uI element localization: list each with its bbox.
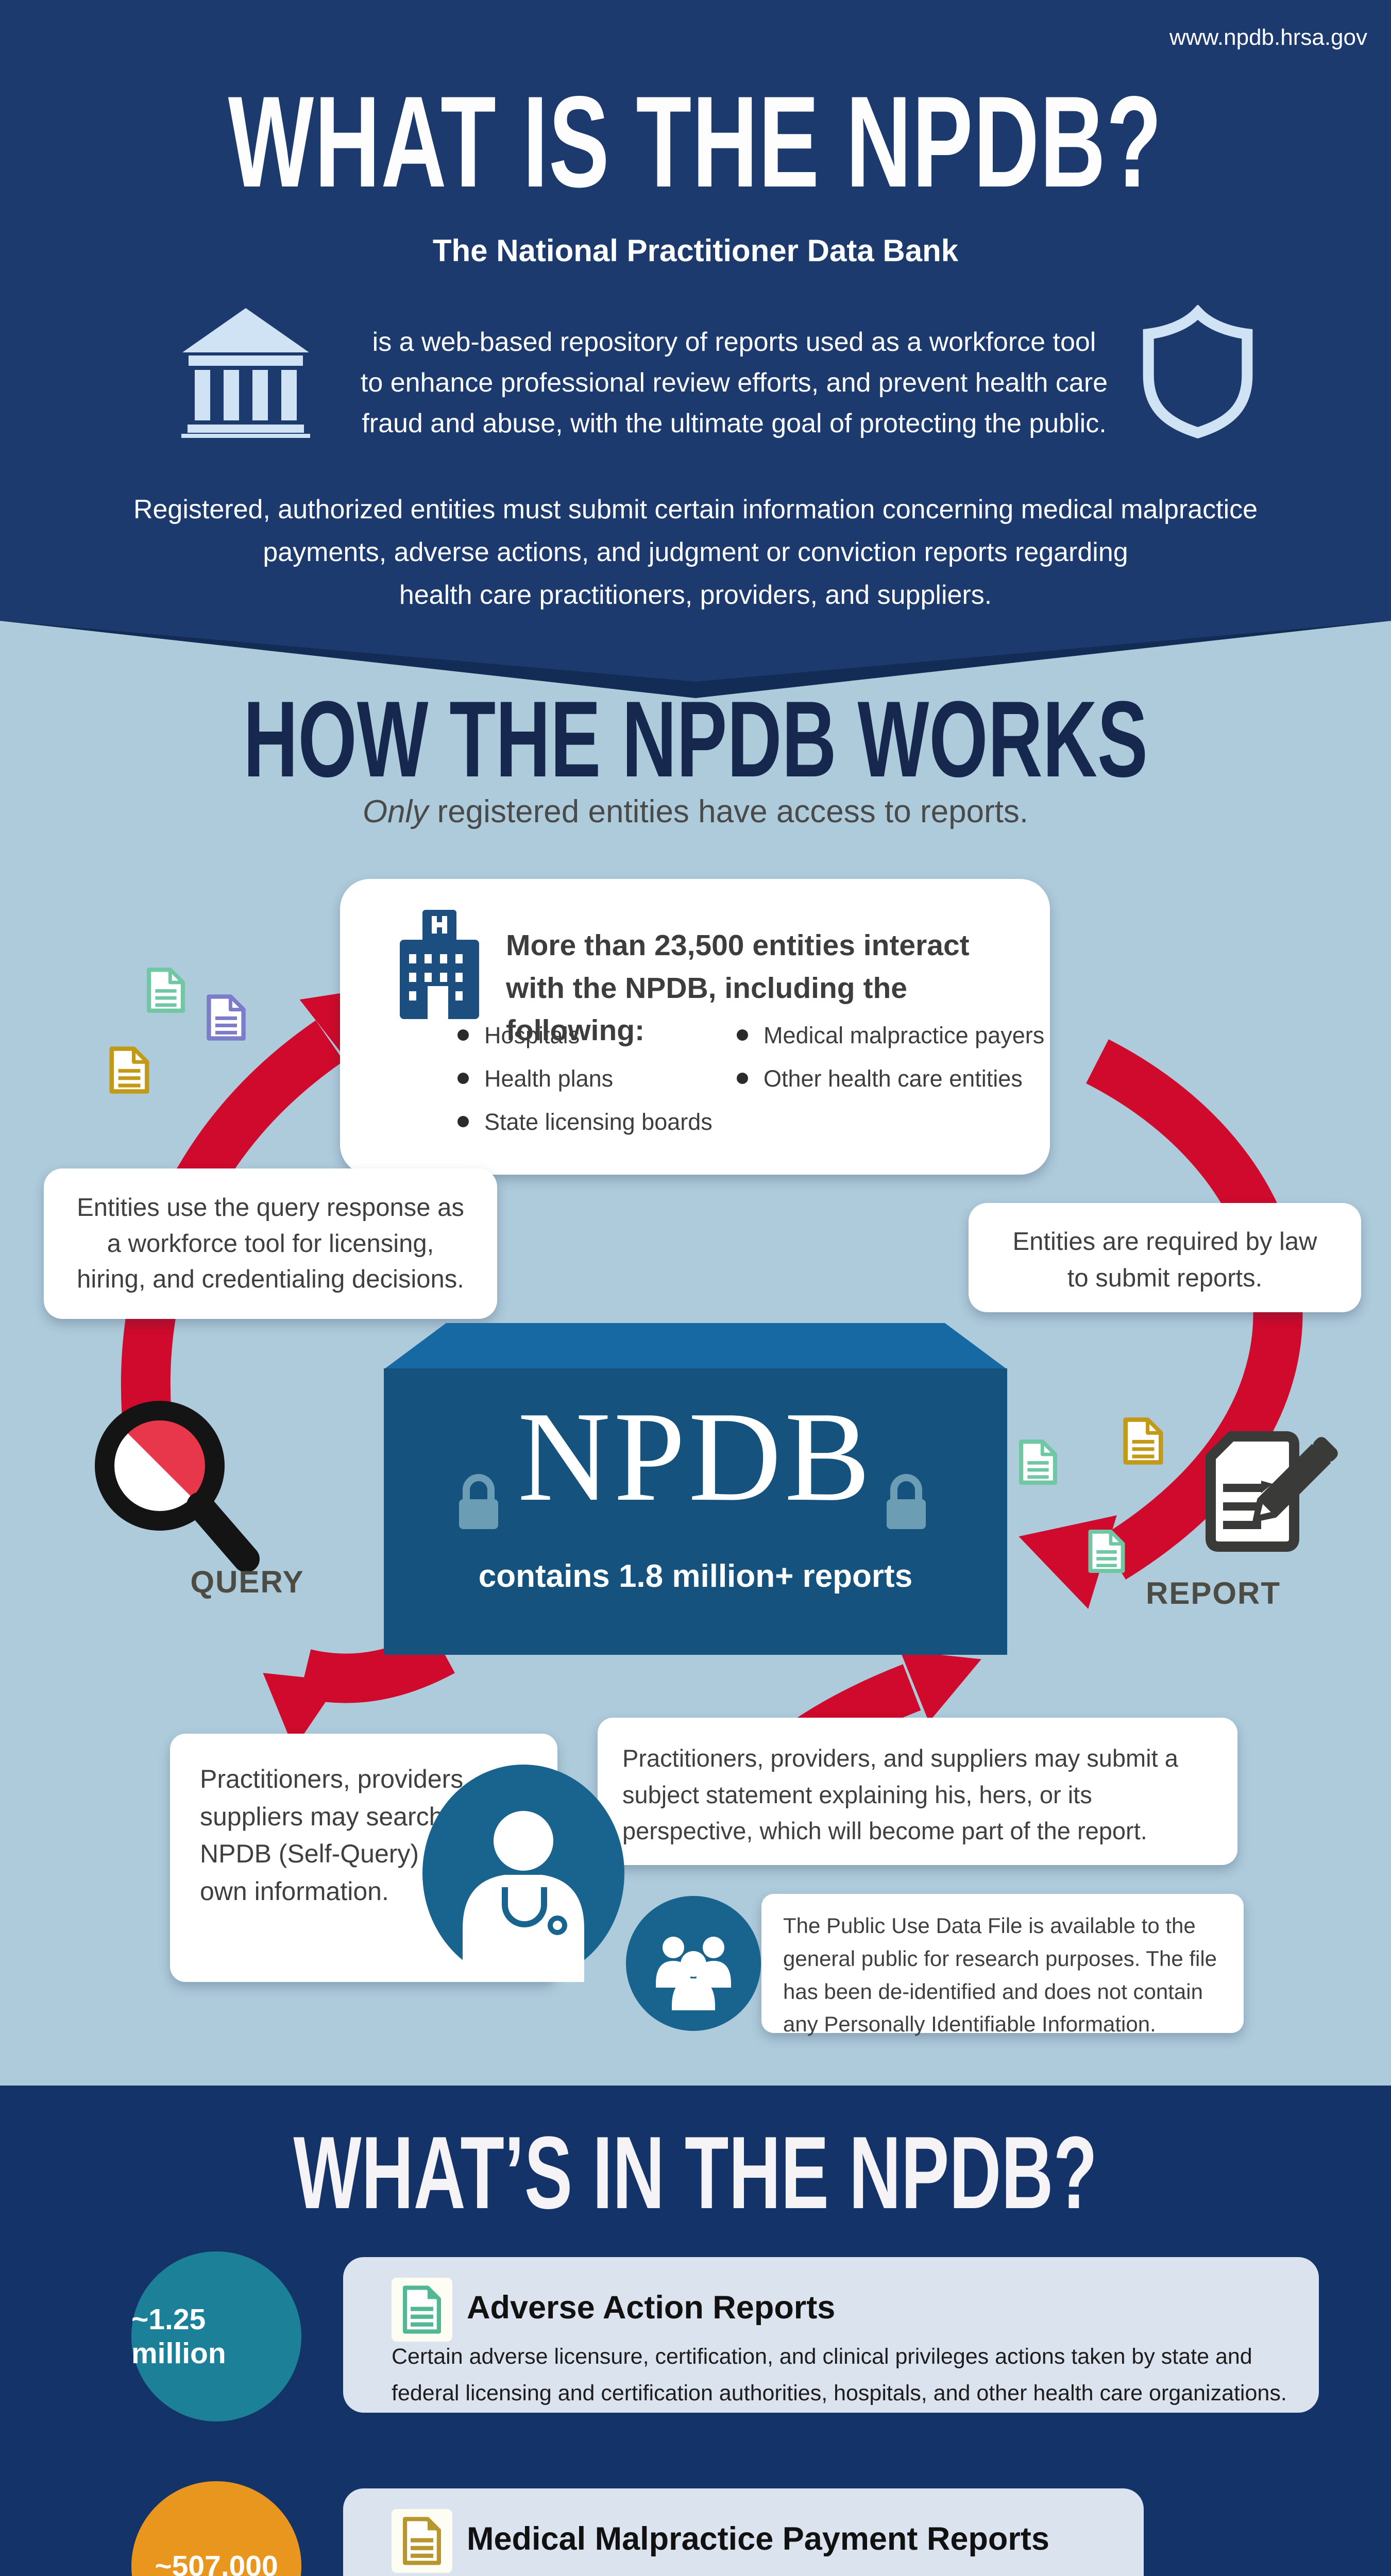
report-type-heading: Medical Malpractice Payment Reports	[467, 2521, 1049, 2557]
report-type-heading: Adverse Action Reports	[467, 2290, 836, 2326]
whats-in-title: WHAT’S IN THE NPDB?	[293, 2115, 1098, 2230]
statement-text: Practitioners, providers, and suppliers …	[622, 1744, 1178, 1844]
header-section	[0, 0, 1391, 621]
adverse-action-card: Adverse Action Reports Certain adverse l…	[343, 2257, 1319, 2413]
entities-heading: More than 23,500 entities interact with …	[506, 929, 970, 1047]
report-type-body: Payments made for the benefit of a healt…	[392, 2570, 1051, 2576]
site-url[interactable]: www.npdb.hrsa.gov	[1169, 25, 1367, 50]
bank-icon	[181, 308, 310, 438]
entities-list-left: Hospitals Health plans State licensing b…	[457, 1022, 713, 1152]
selfquery-text: Practitioners, providers, and suppliers …	[200, 1765, 521, 1906]
document-icon	[1088, 1529, 1125, 1573]
list-item: Other health care entities	[737, 1065, 1044, 1092]
how-subtitle-rest: registered entities have access to repor…	[428, 794, 1029, 829]
how-title: HOW THE NPDB WORKS	[243, 679, 1148, 800]
query-use-text: Entities use the query response as a wor…	[77, 1194, 464, 1294]
arrow-to-selfquery	[299, 1629, 455, 1703]
document-icon	[1123, 1417, 1163, 1465]
report-law-text: Entities are required by law to submit r…	[1012, 1228, 1317, 1293]
report-label: REPORT	[1145, 1576, 1281, 1611]
how-subtitle-only: Only	[362, 794, 429, 829]
document-icon	[109, 1046, 149, 1094]
report-icon	[1206, 1431, 1338, 1552]
npdb-box-top	[384, 1323, 1007, 1369]
entities-card: More than 23,500 entities interact with …	[340, 879, 1050, 1175]
document-icon	[1019, 1439, 1058, 1485]
header-chevron	[0, 621, 1391, 682]
list-item: Health plans	[457, 1065, 713, 1092]
npdb-report-count: contains 1.8 million+ reports	[478, 1558, 913, 1594]
npdb-label: NPDB	[517, 1385, 874, 1528]
people-icon	[626, 1896, 761, 2031]
hospital-icon	[400, 910, 479, 1019]
list-item: Medical malpractice payers	[737, 1022, 1044, 1049]
statement-callout: Practitioners, providers, and suppliers …	[598, 1718, 1237, 1865]
count-badge-adverse: ~1.25 million	[131, 2251, 301, 2421]
public-use-file-text: The Public Use Data File is available to…	[783, 1913, 1217, 2037]
page-title: WHAT IS THE NPDB?	[228, 70, 1163, 214]
list-item: State licensing boards	[457, 1109, 713, 1136]
intro-text: is a web-based repository of reports use…	[360, 327, 1108, 439]
page-subtitle: The National Practitioner Data Bank	[432, 233, 959, 268]
query-label: QUERY	[190, 1565, 304, 1599]
whats-in-section: WHAT’S IN THE NPDB? ~1.25 million Advers…	[0, 2086, 1391, 2576]
document-icon	[146, 968, 185, 1013]
count-badge-malpractice: ~507,000	[131, 2481, 301, 2576]
document-icon	[392, 2509, 452, 2573]
lock-icon	[459, 1474, 498, 1529]
document-icon	[207, 994, 246, 1041]
lock-icon	[887, 1474, 926, 1529]
list-item: Hospitals	[457, 1022, 713, 1049]
report-type-body: Certain adverse licensure, certification…	[392, 2344, 1287, 2405]
shield-icon	[1143, 305, 1253, 439]
entities-list-right: Medical malpractice payers Other health …	[737, 1022, 1044, 1109]
report-law-callout: Entities are required by law to submit r…	[969, 1203, 1361, 1312]
npdb-box: NPDB contains 1.8 million+ reports	[384, 1368, 1007, 1655]
search-icon	[95, 1401, 260, 1572]
malpractice-card: Medical Malpractice Payment Reports Paym…	[343, 2488, 1144, 2576]
query-use-callout: Entities use the query response as a wor…	[44, 1168, 497, 1319]
how-subtitle: Only registered entities have access to …	[0, 793, 1391, 830]
public-use-file-callout: The Public Use Data File is available to…	[761, 1894, 1244, 2036]
mandate-text: Registered, authorized entities must sub…	[133, 495, 1258, 611]
document-icon	[392, 2278, 452, 2342]
doctor-icon	[422, 1765, 624, 1982]
